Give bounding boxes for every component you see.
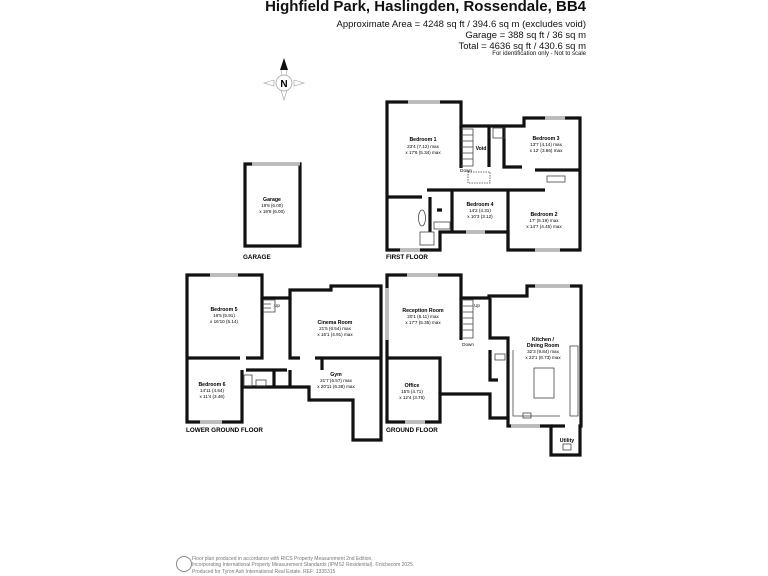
north-compass-icon: N bbox=[262, 58, 306, 102]
room-name: Garage bbox=[263, 197, 281, 203]
room-name: Office bbox=[405, 383, 420, 389]
room-dims: x 22'1 (6.73) max bbox=[525, 355, 561, 360]
approximate-area: Approximate Area = 4248 sq ft / 394.6 sq… bbox=[336, 19, 586, 30]
room-dims: x 17'6 (5.34) max bbox=[405, 150, 441, 155]
room-dims: x 16'1 (4.91) max bbox=[317, 332, 353, 337]
room-name: Dining Room bbox=[527, 343, 560, 349]
stair-label: Up bbox=[474, 303, 480, 308]
room-name: Void bbox=[476, 146, 487, 152]
garage-area: Garage = 388 sq ft / 36 sq m bbox=[465, 30, 586, 41]
room-name: Utility bbox=[560, 438, 575, 444]
room-name: Bedroom 2 bbox=[530, 212, 557, 218]
room-dims: x 20'11 (6.38) max bbox=[317, 384, 355, 389]
room-name: Bedroom 5 bbox=[210, 307, 237, 313]
room-dims: 19'5 (5.91) bbox=[213, 313, 235, 318]
room-dims: x 14'7 (4.45) max bbox=[526, 224, 562, 229]
room-name: Bedroom 1 bbox=[409, 137, 436, 143]
room-dims: 23'4 (7.12) max bbox=[407, 144, 439, 149]
room-name: Bedroom 3 bbox=[532, 136, 559, 142]
room-dims: 20'1 (6.11) max bbox=[407, 314, 439, 319]
room-dims: x 16'10 (5.14) bbox=[210, 319, 238, 324]
stair-label: Up bbox=[274, 303, 280, 308]
room-dims: 32'3 (9.84) max bbox=[527, 349, 559, 354]
room-dims: 13'7 (4.14) max bbox=[530, 142, 562, 147]
room-dims: 21'7 (6.57) max bbox=[320, 378, 352, 383]
rics-logo-icon bbox=[176, 556, 192, 572]
room-dims: x 12'4 (3.76) bbox=[399, 395, 425, 400]
footer-line: Incorporating International Property Mea… bbox=[192, 562, 415, 569]
total-area: Total = 4636 sq ft / 430.6 sq m bbox=[458, 41, 586, 52]
lower-ground-floor-plan: Bedroom 5 19'5 (5.91) x 16'10 (5.14) Cin… bbox=[185, 273, 383, 442]
footer-line: Floor plan produced in accordance with R… bbox=[192, 556, 373, 562]
room-name: Gym bbox=[330, 372, 342, 378]
stair-label: Down bbox=[460, 168, 472, 173]
first-floor-plan: Bedroom 1 23'4 (7.12) max x 17'6 (5.34) … bbox=[385, 100, 582, 261]
room-dims: 14'11 (4.54) bbox=[200, 388, 225, 393]
floor-label-garage: GARAGE bbox=[243, 254, 271, 261]
floor-label-lower-ground: LOWER GROUND FLOOR bbox=[186, 427, 263, 434]
footer-line: Produced for Tyron Ash International Rea… bbox=[192, 568, 336, 575]
room-dims: 17' (5.19) max bbox=[529, 218, 559, 223]
compass-n-label: N bbox=[280, 79, 287, 90]
room-name: Reception Room bbox=[402, 308, 444, 314]
room-dims: 19'8 (6.00) bbox=[261, 203, 283, 208]
identification-note: For identification only - Not to scale bbox=[492, 51, 586, 57]
room-dims: x 19'8 (6.00) bbox=[259, 209, 285, 214]
room-dims: 21'5 (6.54) max bbox=[319, 326, 351, 331]
room-dims: x 17'7 (5.35) max bbox=[405, 320, 441, 325]
room-name: Bedroom 4 bbox=[466, 202, 493, 208]
garage-plan: Garage 19'8 (6.00) x 19'8 (6.00) GARAGE bbox=[243, 162, 302, 261]
property-title: Highfield Park, Haslingden, Rossendale, … bbox=[265, 0, 586, 15]
room-dims: 15'5 (4.71) bbox=[401, 389, 423, 394]
room-dims: x 12' (3.66) max bbox=[530, 148, 563, 153]
room-dims: x 10'3 (3.12) bbox=[467, 214, 493, 219]
room-dims: 14'2 (4.31) bbox=[469, 208, 491, 213]
ground-floor-plan: Reception Room 20'1 (6.11) max x 17'7 (5… bbox=[385, 273, 583, 457]
floor-label-first: FIRST FLOOR bbox=[386, 254, 428, 261]
footer-credits: Floor plan produced in accordance with R… bbox=[192, 556, 414, 575]
room-name: Cinema Room bbox=[318, 320, 353, 326]
floor-label-ground: GROUND FLOOR bbox=[386, 427, 438, 434]
stair-label: Down bbox=[462, 342, 474, 347]
room-name: Bedroom 6 bbox=[198, 382, 225, 388]
room-name: Kitchen / bbox=[532, 337, 554, 343]
room-dims: x 11'4 (3.46) bbox=[199, 394, 225, 399]
